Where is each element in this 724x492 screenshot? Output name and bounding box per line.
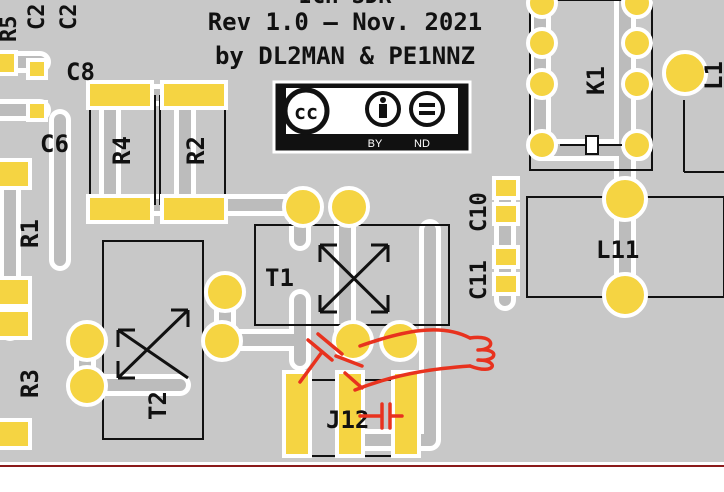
t1-pin-1 <box>282 186 324 228</box>
cc-logo-text: cc <box>294 100 318 124</box>
k1-pin-4 <box>526 129 558 161</box>
no-derivatives-icon <box>409 91 445 127</box>
l11-pin-1 <box>602 176 648 222</box>
r1-pad-bottom <box>0 276 32 308</box>
k1-pin-8 <box>621 129 653 161</box>
label-l1x: L1 <box>700 61 724 90</box>
c10-pad-bottom <box>492 202 520 226</box>
label-l11: L11 <box>596 236 639 264</box>
r4-pad-top <box>86 80 154 110</box>
k1-pin-3 <box>526 68 558 100</box>
t2-pin-4 <box>66 365 108 407</box>
header-authors: by DL2MAN & PE1NNZ <box>215 42 475 70</box>
annotation-wire-lower <box>353 364 472 392</box>
r1-pad-top <box>0 158 32 190</box>
k1-pin-2 <box>526 27 558 59</box>
label-c8: C8 <box>66 58 95 86</box>
r2-pad-top <box>160 80 228 110</box>
r3-pad-bottom <box>0 418 32 450</box>
c8-pad-left <box>26 58 48 80</box>
label-r1: R1 <box>16 219 44 248</box>
header-revision: Rev 1.0 — Nov. 2021 <box>208 8 483 36</box>
k1-pin-5 <box>621 0 653 19</box>
label-k1: K1 <box>582 66 610 95</box>
k1-pin-1 <box>526 0 558 19</box>
cc-license-badge: cc BY ND <box>272 80 472 154</box>
c11-pad-top <box>492 245 520 269</box>
annotation-wire-upper <box>358 328 472 348</box>
c6-pad-left <box>26 100 48 122</box>
k1-pin-7 <box>621 68 653 100</box>
label-c2a: C2 <box>25 4 50 31</box>
c10-pad-top <box>492 176 520 200</box>
t1-pin-2 <box>328 186 370 228</box>
label-c11: C11 <box>467 260 492 300</box>
r5-pad <box>0 50 18 76</box>
c11-pad-bottom <box>492 272 520 296</box>
r4-pad-bottom <box>86 194 154 224</box>
handdrawn-annotation <box>298 328 496 430</box>
label-r2: R2 <box>182 136 210 165</box>
l11-pin-2 <box>602 272 648 318</box>
label-r5: R5 <box>0 16 22 43</box>
t2-pin-2 <box>201 320 243 362</box>
transformer-markings <box>116 243 390 380</box>
k1-pin-6 <box>621 27 653 59</box>
label-c10: C10 <box>467 192 492 232</box>
j12-pin-1 <box>282 370 312 458</box>
label-j12: J12 <box>326 406 369 434</box>
l1x-pad <box>662 50 708 96</box>
label-c2b: C2 <box>57 4 82 31</box>
pads <box>0 0 708 458</box>
label-r4: R4 <box>108 136 136 165</box>
annotation-coil <box>468 335 496 372</box>
label-t1: T1 <box>265 264 294 292</box>
t1-pin-4 <box>379 320 421 362</box>
t2-pin-3 <box>66 320 108 362</box>
license-nd-text: ND <box>414 138 430 150</box>
k1-coil-symbol <box>560 135 622 155</box>
label-t2: T2 <box>144 391 172 420</box>
label-c6: C6 <box>40 130 69 158</box>
cc-logo-icon <box>282 87 330 135</box>
t2-pin-1 <box>204 271 246 313</box>
label-r3: R3 <box>16 369 44 398</box>
r3-pad-top <box>0 308 32 340</box>
j12-pin-3 <box>391 370 421 458</box>
annotation-capacitor-upper <box>298 332 364 384</box>
header-top-line: ICH SDR <box>299 0 392 9</box>
annotation-capacitor-lower <box>358 402 404 430</box>
license-by-text: BY <box>368 138 383 150</box>
r2-pad-bottom <box>160 194 228 224</box>
